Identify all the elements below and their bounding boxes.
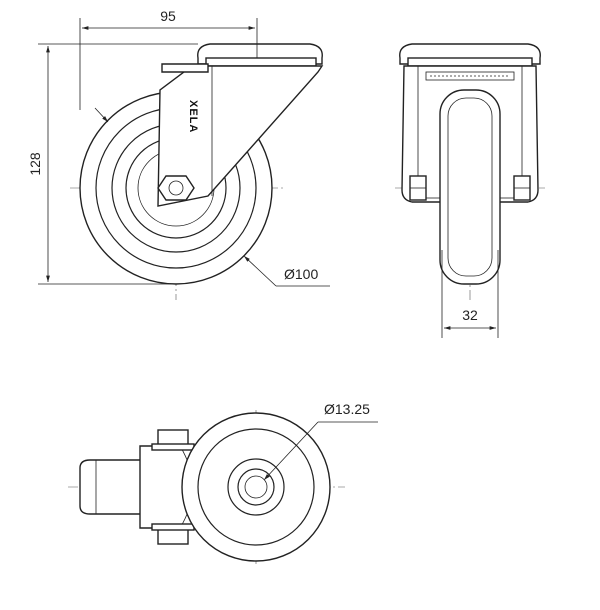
side-view: 32 bbox=[395, 43, 545, 338]
axle-bolt-end bbox=[168, 180, 184, 196]
bottom-bore-ring bbox=[237, 468, 275, 506]
axle-nut bbox=[157, 175, 195, 201]
plate-collar bbox=[205, 57, 317, 67]
brand-logo-text: XELA bbox=[187, 100, 199, 133]
side-wheel-tread bbox=[439, 89, 501, 285]
side-swivel-bearing bbox=[425, 71, 515, 81]
bottom-view: Ø13.25 bbox=[68, 401, 378, 566]
dim-diameter-label: Ø100 bbox=[284, 266, 318, 282]
dim-wheel-width-label: 32 bbox=[462, 307, 478, 323]
bottom-bore-hole bbox=[244, 475, 268, 499]
bottom-washer-top bbox=[151, 443, 195, 451]
tread-leader-arrow bbox=[94, 107, 109, 123]
fork-top-tab bbox=[161, 63, 209, 73]
bottom-washer-bottom bbox=[151, 523, 195, 531]
side-wheel-inner bbox=[447, 97, 493, 277]
front-view: XELA 95 128 Ø100 bbox=[27, 8, 330, 300]
bottom-wheel-outer bbox=[181, 412, 331, 562]
bottom-wheel-hub bbox=[227, 458, 285, 516]
dim-width-label: 95 bbox=[160, 8, 176, 24]
dim-dia100-leader bbox=[243, 255, 277, 287]
fork-leg bbox=[157, 65, 324, 207]
dim-bore-leader bbox=[263, 421, 319, 481]
side-plate-collar bbox=[407, 57, 533, 67]
dim-height-label: 128 bbox=[27, 152, 43, 176]
dim-bore-label: Ø13.25 bbox=[324, 401, 370, 417]
bottom-wheel-rim bbox=[197, 428, 315, 546]
